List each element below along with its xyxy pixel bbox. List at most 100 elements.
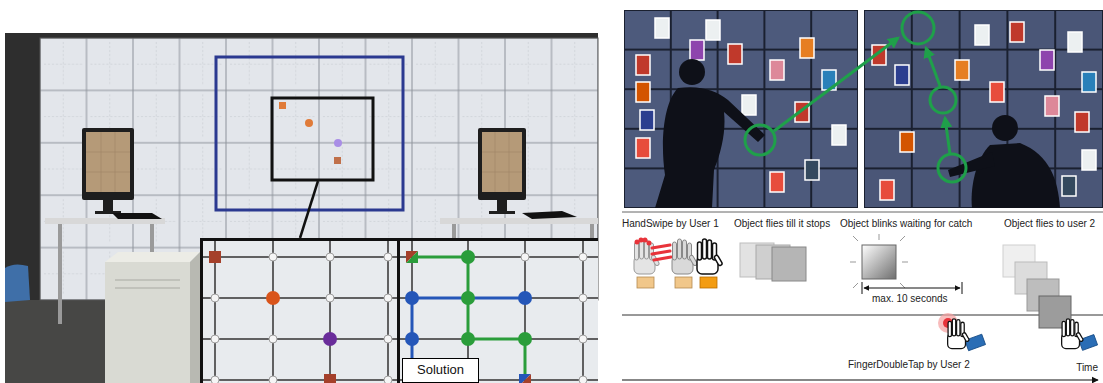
wall-photo-2 (900, 132, 914, 152)
puzzle-inset (326, 294, 334, 302)
wall-photo-2 (895, 65, 909, 85)
wall-photo-2 (880, 180, 894, 200)
hand-swipe-icon (643, 238, 648, 243)
wall-photo-1 (728, 44, 742, 64)
puzzle-inset (579, 335, 587, 343)
double-tap-icon (938, 313, 986, 351)
puzzle-inset (461, 332, 475, 346)
right-workstation (482, 132, 522, 192)
wall-photo-2 (990, 82, 1004, 102)
left-workstation (105, 252, 200, 262)
hand-swipe-icon (647, 241, 652, 246)
view-frames (334, 139, 342, 147)
action-label: FingerDoubleTap by User 2 (848, 359, 970, 371)
puzzle-inset (326, 253, 334, 261)
blinking-square (850, 234, 908, 288)
puzzle-inset (211, 335, 219, 343)
transfer-arrows (902, 12, 934, 44)
puzzle-inset (579, 294, 587, 302)
action-label: Object blinks waiting for catch (840, 218, 972, 230)
puzzle-inset (269, 253, 277, 261)
wall-photo-1 (636, 138, 650, 158)
transfer-arrows (938, 154, 966, 182)
wall-photo-2 (864, 10, 1103, 208)
wall-photo-2 (864, 10, 1103, 208)
left-workstation (86, 132, 130, 192)
puzzle-inset (324, 374, 336, 383)
hand-swipe-icon (672, 239, 698, 274)
right-workstation (482, 132, 522, 192)
view-frames (216, 57, 403, 238)
puzzle-inset (211, 294, 219, 302)
puzzle-inset (203, 241, 397, 383)
wall-photo-2 (1068, 32, 1082, 52)
action-label: HandSwipe by User 1 (622, 218, 719, 230)
puzzle-inset (406, 251, 418, 263)
wall-photo-1 (636, 82, 650, 102)
wall-photo-2 (975, 25, 989, 45)
time-limit-arrow (862, 282, 962, 294)
wall-photo-1 (690, 40, 704, 60)
catch-hand-icon (1062, 319, 1084, 349)
wall-photo-1 (805, 160, 819, 180)
hand-swipe-icon (700, 277, 717, 288)
timeline (622, 315, 1103, 316)
hand-swipe-icon (637, 277, 654, 288)
puzzle-inset (521, 253, 529, 261)
catch-hand-icon (1062, 319, 1098, 351)
wall-photo-1 (800, 38, 814, 58)
wall-photo-1 (706, 20, 720, 40)
hand-swipe-icon (634, 239, 660, 274)
wall-photo-2 (1062, 176, 1076, 196)
puzzle-inset (384, 335, 392, 343)
left-workstation (112, 213, 162, 219)
puzzle-inset (269, 376, 277, 383)
puzzle-inset (200, 238, 598, 383)
wall-photo-1 (636, 55, 650, 75)
puzzle-inset (384, 253, 392, 261)
hand-swipe-icon (652, 245, 671, 260)
puzzle-inset (384, 376, 392, 383)
transfer-arrows (745, 12, 966, 182)
solution-box: Solution (402, 358, 479, 383)
right-workstation (440, 218, 598, 224)
wall-photo-2 (1075, 112, 1089, 132)
puzzle-inset (200, 238, 598, 383)
puzzle-inset (405, 332, 419, 346)
wall-photo-2 (1082, 150, 1096, 170)
wall-photo-1 (624, 10, 858, 208)
transfer-arrows (926, 48, 940, 86)
action-label: Object flies to user 2 (1004, 218, 1095, 230)
room-photo (5, 33, 598, 383)
puzzle-inset (461, 291, 475, 305)
wall-photo-2 (955, 60, 969, 80)
puzzle-inset (400, 241, 598, 383)
timeline (622, 212, 1103, 380)
puzzle-inset (266, 291, 280, 305)
hand-swipe-icon (697, 239, 723, 274)
puzzle-inset (209, 251, 221, 263)
time-limit-arrow (864, 288, 960, 289)
puzzle-inset (405, 291, 419, 305)
wall-photo-2 (972, 143, 1060, 208)
left-workstation (45, 128, 200, 383)
wall-photo-1 (832, 125, 846, 145)
puzzle-inset (211, 376, 219, 383)
wall-photo-1 (640, 110, 654, 130)
left-workstation (105, 262, 190, 383)
view-frames (272, 98, 373, 180)
axis-label: Time (1076, 362, 1098, 374)
left-workstation (58, 224, 62, 324)
puzzle-inset (518, 291, 532, 305)
node-text: Solution (417, 363, 464, 378)
room-photo (5, 33, 598, 383)
wall-photo-2 (1040, 50, 1054, 70)
transfer-arrows (945, 118, 950, 154)
catch-squares (1003, 245, 1071, 328)
wall-photo-2 (992, 115, 1018, 141)
puzzle-inset (519, 374, 531, 383)
wall-photo-1 (742, 95, 756, 115)
puzzle-inset (519, 374, 531, 383)
